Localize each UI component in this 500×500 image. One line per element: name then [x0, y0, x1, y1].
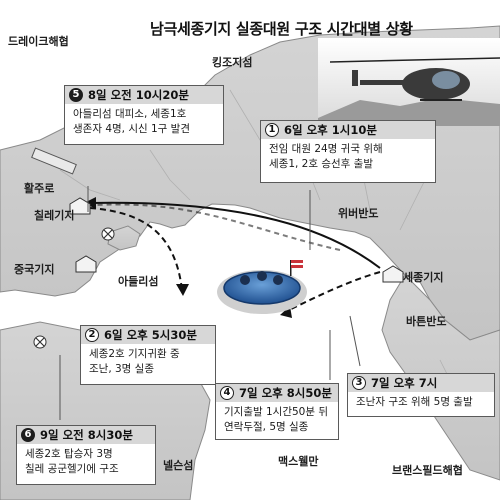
- event-header: 6 9일 오전 8시30분: [17, 426, 155, 444]
- label-nelson-island: 넬슨섬: [163, 459, 194, 472]
- event-number-badge: 2: [85, 328, 99, 342]
- event-time: 9일 오전 8시30분: [40, 428, 133, 442]
- event-time: 7일 오후 7시: [371, 376, 438, 390]
- event-time: 8일 오전 10시20분: [88, 88, 189, 102]
- event-number-badge: 4: [220, 386, 234, 400]
- event-description: 전임 대원 24명 귀국 위해 세종1, 2호 승선후 출발: [261, 139, 435, 172]
- event-line: 기지출발 1시간50분 뒤: [224, 406, 328, 418]
- event-number-badge: 5: [69, 88, 83, 102]
- event-header: 2 6일 오후 5시30분: [81, 326, 215, 344]
- label-sejong-base: 세종기지: [403, 271, 444, 284]
- event-time: 7일 오후 8시50분: [239, 386, 332, 400]
- label-weaver-peninsula: 위버반도: [338, 207, 379, 220]
- event-header: 4 7일 오후 8시50분: [216, 384, 338, 402]
- event-header: 1 6일 오후 1시10분: [261, 121, 435, 139]
- event-box-3: 3 7일 오후 7시 조난자 구조 위해 5명 출발: [347, 373, 495, 417]
- label-barton-peninsula: 바튼반도: [406, 315, 447, 328]
- event-line: 조난, 3명 실종: [89, 363, 154, 375]
- event-line: 조난자 구조 위해 5명 출발: [356, 396, 473, 408]
- event-box-5: 5 8일 오전 10시20분 아들리섬 대피소, 세종1호 생존자 4명, 시신…: [64, 85, 224, 145]
- helicopter-photo: [318, 38, 500, 126]
- leader-lines: [59, 186, 361, 420]
- base-markers: [33, 197, 404, 349]
- label-king-george-island: 킹조지섬: [212, 56, 253, 69]
- label-great-wall-base: 중국기지: [14, 263, 55, 276]
- event-line: 생존자 4명, 시신 1구 발견: [73, 123, 190, 135]
- event-description: 조난자 구조 위해 5명 출발: [348, 392, 494, 410]
- event-line: 세종2호 탑승자 3명: [25, 448, 113, 460]
- event-description: 아들리섬 대피소, 세종1호 생존자 4명, 시신 1구 발견: [65, 104, 223, 137]
- label-ardley-island: 아들리섬: [118, 275, 159, 288]
- label-bransfield-strait: 브랜스필드해협: [392, 464, 463, 477]
- label-airstrip: 활주로: [24, 182, 55, 195]
- label-frei-base: 칠레기지: [34, 209, 75, 222]
- event-line: 세종2호 기지귀환 중: [89, 348, 180, 360]
- event-line: 칠레 공군헬기에 구조: [25, 463, 119, 475]
- event-box-2: 2 6일 오후 5시30분 세종2호 기지귀환 중 조난, 3명 실종: [80, 325, 216, 385]
- event-time: 6일 오후 1시10분: [284, 123, 377, 137]
- event-line: 전임 대원 24명 귀국 위해: [269, 143, 383, 155]
- event-description: 세종2호 기지귀환 중 조난, 3명 실종: [81, 344, 215, 377]
- event-number-badge: 1: [265, 123, 279, 137]
- event-time: 6일 오후 5시30분: [104, 328, 197, 342]
- event-number-badge: 6: [21, 428, 35, 442]
- event-box-6: 6 9일 오전 8시30분 세종2호 탑승자 3명 칠레 공군헬기에 구조: [16, 425, 156, 485]
- event-header: 3 7일 오후 7시: [348, 374, 494, 392]
- event-description: 세종2호 탑승자 3명 칠레 공군헬기에 구조: [17, 444, 155, 477]
- event-box-1: 1 6일 오후 1시10분 전임 대원 24명 귀국 위해 세종1, 2호 승선…: [260, 120, 436, 183]
- route-lines: [84, 197, 381, 318]
- event-line: 세종1, 2호 승선후 출발: [269, 158, 373, 170]
- event-box-4: 4 7일 오후 8시50분 기지출발 1시간50분 뒤 연락두절, 5명 실종: [215, 383, 339, 440]
- raft-photo: [217, 260, 307, 314]
- event-description: 기지출발 1시간50분 뒤 연락두절, 5명 실종: [216, 402, 338, 435]
- event-header: 5 8일 오전 10시20분: [65, 86, 223, 104]
- map-title: 남극세종기지 실종대원 구조 시간대별 상황: [150, 20, 413, 38]
- event-number-badge: 3: [352, 376, 366, 390]
- ardley-island: [107, 225, 141, 251]
- label-maxwell-bay: 맥스웰만: [278, 455, 319, 468]
- airstrip-marker: [31, 147, 77, 175]
- label-drake-passage: 드레이크해협: [8, 35, 69, 48]
- event-line: 아들리섬 대피소, 세종1호: [73, 108, 187, 120]
- event-line: 연락두절, 5명 실종: [224, 421, 309, 433]
